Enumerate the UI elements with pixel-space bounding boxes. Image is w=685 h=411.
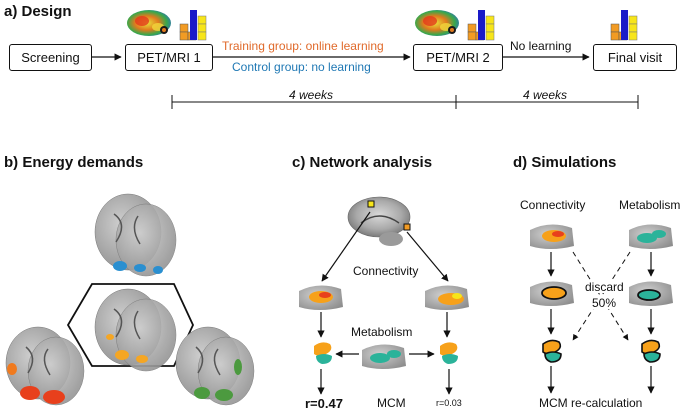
- axial-brain-icon: [94, 288, 177, 372]
- discard-percent: 50%: [591, 296, 618, 310]
- step-pet-mri-1: PET/MRI 1: [125, 44, 213, 71]
- bar-glyph-icon: [467, 10, 495, 41]
- combined-map-icon: [440, 342, 458, 364]
- step-screening: Screening: [9, 44, 92, 71]
- interval-label-1: 4 weeks: [289, 88, 334, 102]
- step-pet-mri-2: PET/MRI 2: [413, 44, 503, 71]
- metabolism-map-icon: [629, 224, 673, 249]
- metabolism-map-icon: [362, 344, 406, 369]
- brain-icon: [415, 10, 459, 36]
- brain-icon: [127, 10, 171, 36]
- axial-brain-icon: [94, 193, 177, 277]
- metabolism-label: Metabolism: [619, 198, 681, 212]
- connectivity-map-icon: [530, 224, 574, 249]
- combined-map-icon: [314, 342, 332, 364]
- axial-brain-icon: [175, 326, 255, 406]
- step-final-visit: Final visit: [593, 44, 677, 71]
- panel-b-title: b) Energy demands: [4, 154, 144, 171]
- mcm-recalculation-label: MCM re-calculation: [539, 396, 643, 410]
- bar-glyph-icon: [179, 10, 207, 41]
- panel-d-title: d) Simulations: [513, 154, 617, 171]
- discard-label: discard: [584, 280, 625, 294]
- control-group-label: Control group: no learning: [232, 60, 371, 74]
- arrow-seed-right: [406, 231, 449, 282]
- connectivity-map-icon: [299, 285, 343, 310]
- mcm-label: MCM: [377, 396, 406, 410]
- combined-map-icon: [542, 339, 562, 363]
- connectivity-map-icon: [425, 285, 469, 310]
- interval-label-2: 4 weeks: [523, 88, 568, 102]
- connectivity-label: Connectivity: [520, 198, 586, 212]
- brain-icon: [347, 196, 411, 246]
- combined-map-icon: [641, 339, 661, 363]
- training-group-label: Training group: online learning: [222, 39, 384, 53]
- bar-glyph-icon: [610, 10, 638, 41]
- panel-a-title: a) Design: [4, 3, 72, 20]
- correlation-left: r=0.47: [305, 396, 343, 411]
- arrow-seed-left: [321, 211, 371, 282]
- connectivity-label: Connectivity: [353, 264, 419, 278]
- metabolism-label: Metabolism: [351, 325, 413, 339]
- correlation-right: r=0.03: [436, 398, 462, 408]
- no-learning-label: No learning: [510, 39, 572, 53]
- connectivity-map-icon: [530, 281, 574, 306]
- axial-brain-icon: [5, 326, 85, 406]
- panel-c-title: c) Network analysis: [292, 154, 433, 171]
- metabolism-map-icon: [629, 281, 673, 306]
